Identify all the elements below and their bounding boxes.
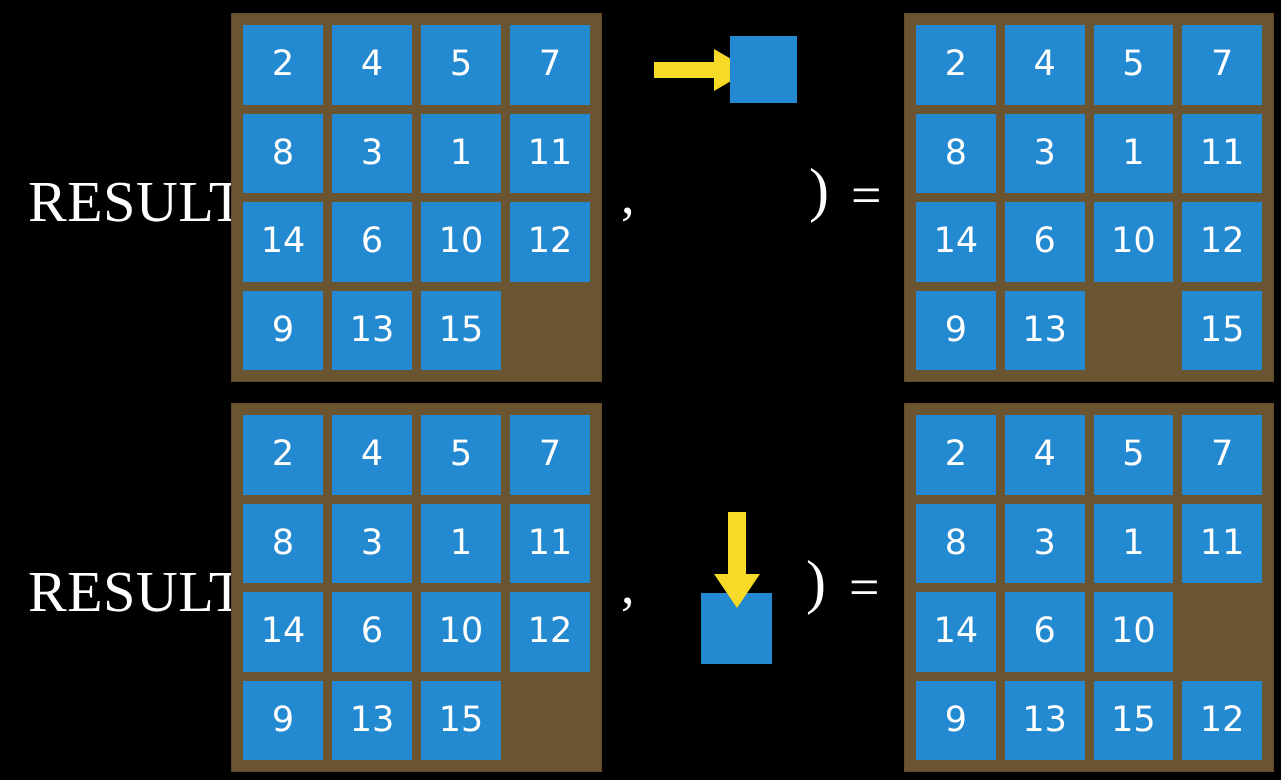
input-board-top: 2 4 5 7 8 3 1 11 14 6 10 12 9 13 15 — [232, 14, 601, 381]
tile[interactable]: 1 — [421, 113, 501, 193]
action-tile-top[interactable] — [730, 36, 797, 103]
tile[interactable]: 3 — [1004, 113, 1085, 193]
result-label-bottom: RESULT( — [28, 559, 265, 624]
equation-row-move-right: RESULT( 2 4 5 7 8 3 1 11 14 6 10 12 9 13… — [28, 0, 1273, 390]
tile[interactable]: 7 — [1182, 25, 1262, 105]
equals-sign-top: = — [851, 165, 882, 225]
tile[interactable]: 10 — [1093, 202, 1174, 282]
tile[interactable]: 13 — [1004, 290, 1085, 370]
empty-slot — [1094, 291, 1174, 371]
tile[interactable]: 6 — [332, 202, 412, 282]
equation-row-move-down: RESULT( 2 4 5 7 8 3 1 11 14 6 10 12 9 13… — [0, 390, 1281, 780]
tile[interactable]: 8 — [916, 503, 996, 583]
tile[interactable]: 15 — [421, 290, 501, 370]
operator-area-bottom: , ) = — [601, 390, 905, 780]
tile[interactable]: 11 — [510, 113, 590, 193]
tile[interactable]: 5 — [421, 415, 501, 495]
tile[interactable]: 12 — [510, 202, 590, 282]
tile[interactable]: 2 — [243, 415, 323, 495]
tile[interactable]: 14 — [916, 202, 996, 282]
tile[interactable]: 5 — [1093, 25, 1174, 105]
tile[interactable]: 8 — [243, 113, 323, 193]
comma-separator: , — [621, 165, 635, 225]
tile[interactable]: 3 — [1004, 503, 1085, 583]
arrow-right-icon — [654, 49, 750, 91]
tile[interactable]: 9 — [243, 290, 323, 370]
tile[interactable]: 9 — [916, 680, 996, 760]
tile[interactable]: 1 — [1093, 113, 1174, 193]
tile[interactable]: 1 — [1093, 503, 1174, 583]
tile[interactable]: 12 — [1182, 680, 1262, 760]
output-board-bottom: 2 4 5 7 8 3 1 11 14 6 10 9 13 15 12 — [905, 404, 1273, 771]
tile[interactable]: 5 — [1093, 415, 1174, 495]
tile[interactable]: 4 — [1004, 25, 1085, 105]
tile[interactable]: 10 — [421, 202, 501, 282]
close-paren-top: ) — [809, 157, 829, 223]
tile[interactable]: 1 — [421, 503, 501, 583]
tile[interactable]: 9 — [243, 680, 323, 760]
tile[interactable]: 11 — [510, 503, 590, 583]
tile[interactable]: 3 — [332, 113, 412, 193]
tile[interactable]: 14 — [243, 592, 323, 672]
tile[interactable]: 7 — [510, 25, 590, 105]
tile[interactable]: 15 — [421, 680, 501, 760]
tile[interactable]: 12 — [510, 592, 590, 672]
tile[interactable]: 13 — [332, 680, 412, 760]
result-label-top: RESULT( — [28, 169, 265, 234]
empty-slot — [510, 291, 590, 371]
tile[interactable]: 13 — [1004, 680, 1085, 760]
empty-slot — [1182, 592, 1262, 672]
empty-slot — [510, 681, 590, 761]
arrow-down-icon — [714, 512, 760, 608]
tile[interactable]: 12 — [1182, 202, 1262, 282]
tile[interactable]: 4 — [1004, 415, 1085, 495]
tile[interactable]: 8 — [243, 503, 323, 583]
tile[interactable]: 4 — [332, 415, 412, 495]
tile[interactable]: 6 — [1004, 202, 1085, 282]
tile[interactable]: 10 — [1093, 592, 1174, 672]
equals-sign-bottom: = — [849, 557, 880, 617]
tile[interactable]: 2 — [243, 25, 323, 105]
tile[interactable]: 14 — [243, 202, 323, 282]
tile[interactable]: 2 — [916, 415, 996, 495]
input-board-bottom: 2 4 5 7 8 3 1 11 14 6 10 12 9 13 15 — [232, 404, 601, 771]
tile[interactable]: 4 — [332, 25, 412, 105]
tile[interactable]: 11 — [1182, 503, 1262, 583]
tile[interactable]: 15 — [1182, 290, 1262, 370]
tile[interactable]: 15 — [1093, 680, 1174, 760]
tile[interactable]: 13 — [332, 290, 412, 370]
output-board-top: 2 4 5 7 8 3 1 11 14 6 10 12 9 13 15 — [905, 14, 1273, 381]
tile[interactable]: 3 — [332, 503, 412, 583]
tile[interactable]: 6 — [1004, 592, 1085, 672]
tile[interactable]: 11 — [1182, 113, 1262, 193]
tile[interactable]: 8 — [916, 113, 996, 193]
close-paren-bottom: ) — [806, 549, 826, 615]
tile[interactable]: 7 — [1182, 415, 1262, 495]
tile[interactable]: 6 — [332, 592, 412, 672]
operator-area-top: , ) = — [601, 0, 905, 390]
comma-separator: , — [621, 555, 635, 615]
tile[interactable]: 10 — [421, 592, 501, 672]
tile[interactable]: 9 — [916, 290, 996, 370]
tile[interactable]: 2 — [916, 25, 996, 105]
tile[interactable]: 14 — [916, 592, 996, 672]
tile[interactable]: 7 — [510, 415, 590, 495]
tile[interactable]: 5 — [421, 25, 501, 105]
